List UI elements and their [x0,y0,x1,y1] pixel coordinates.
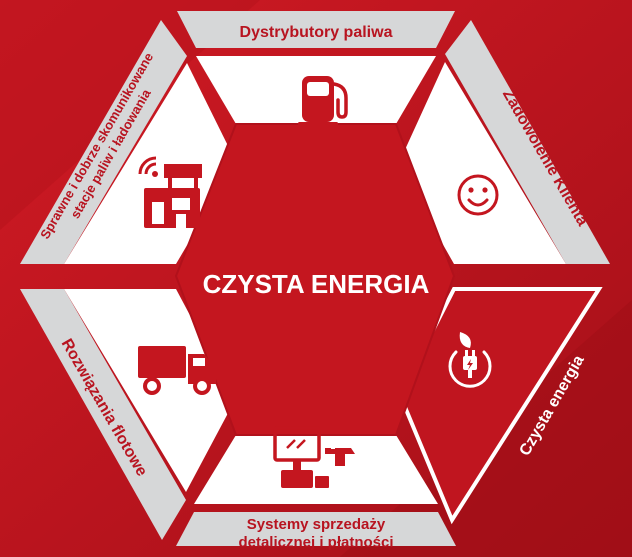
fuel-pump-icon [298,76,348,127]
smiley-icon [457,174,499,216]
band-bottom-left [20,289,186,540]
center-label: CZYSTA ENERGIA [203,269,430,299]
panel-top-right [398,62,566,264]
band-top-right [445,20,610,264]
band-bottom [176,512,456,546]
truck-icon [138,346,216,395]
band-top-left [20,20,187,264]
eco-plug-icon [448,332,492,388]
panel-bottom [194,435,438,504]
band-top [177,11,455,48]
center-hexagon [174,123,456,436]
pos-terminal-icon [273,426,355,488]
segment-label-dispensers: Dystrybutory paliwa [240,24,393,41]
segment-label-pos-line1: Systemy sprzedaży [247,516,386,533]
segment-label-pos-line2: detalicznej i płatności [238,534,393,551]
connected-station-icon [138,156,202,228]
